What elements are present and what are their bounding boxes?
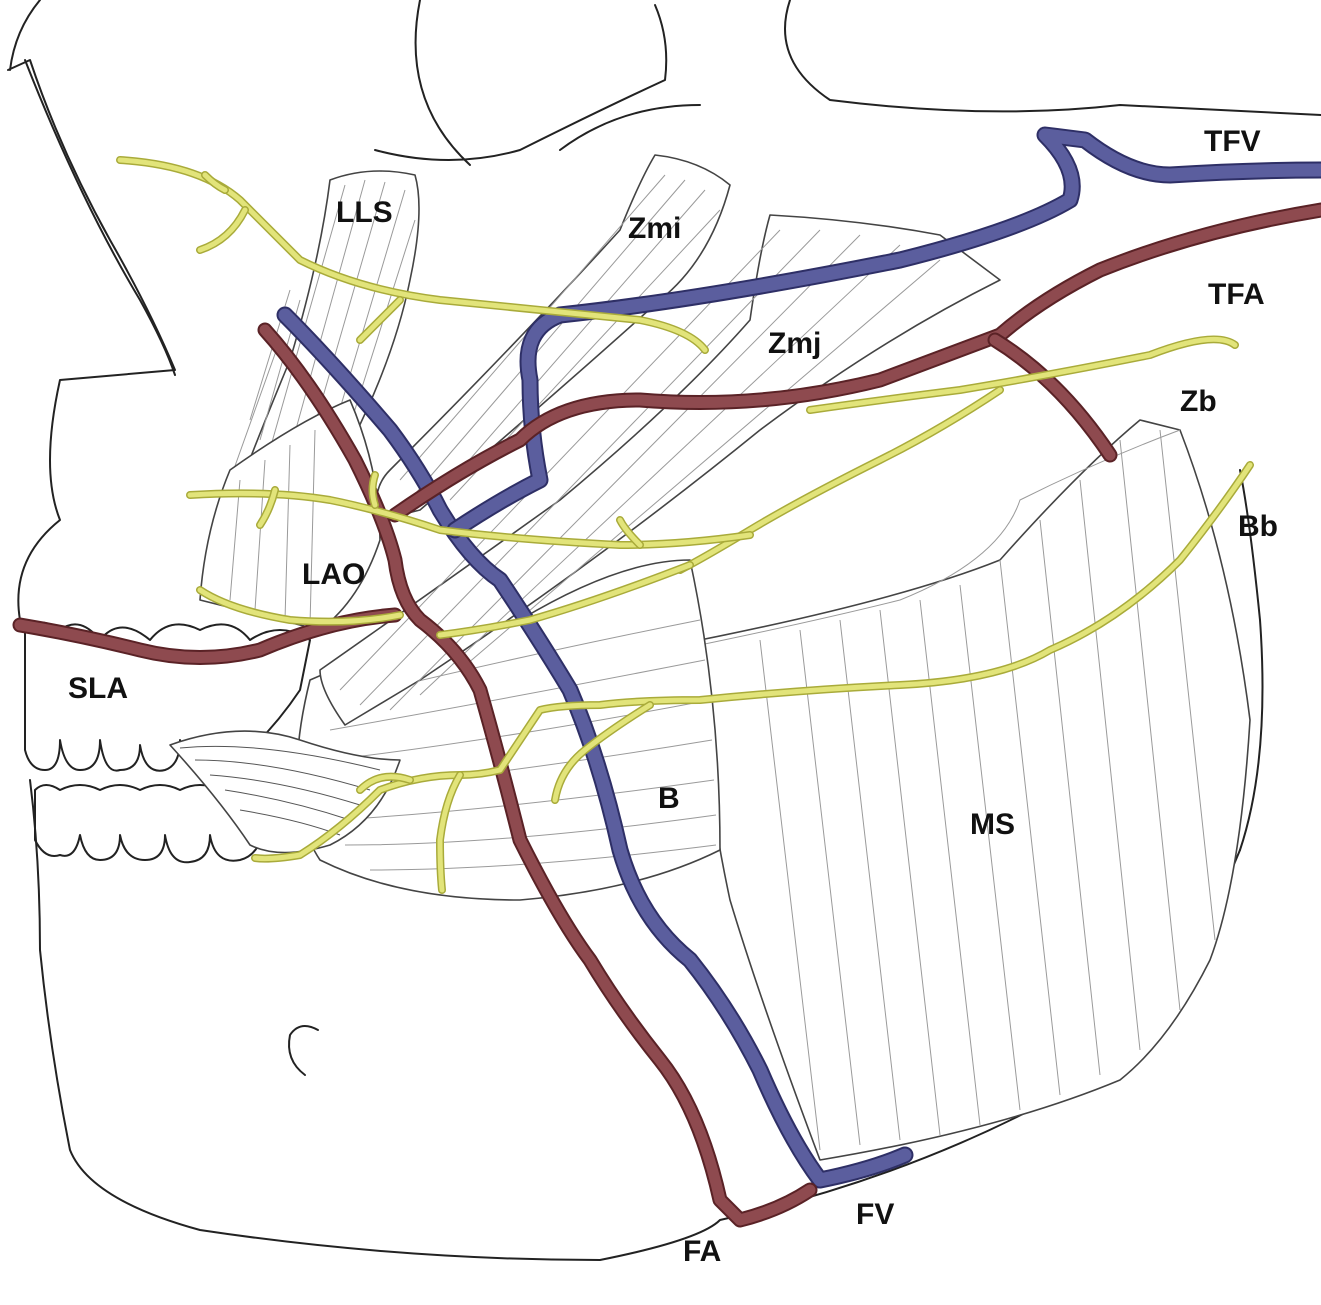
label-zmj: Zmj (768, 327, 822, 360)
buccal-branch-nerve-fill (252, 462, 1253, 862)
zygomaticus-major (319, 214, 1001, 726)
upper-zygomatic-twig-1 (196, 206, 249, 254)
masseter-fibers (759, 429, 1216, 1151)
zygomatic-arch-top (784, 0, 1321, 116)
upper-zygomatic-twig-1-fill (197, 207, 248, 253)
zmj-fibers (339, 229, 941, 711)
label-zmi: Zmi (628, 212, 682, 245)
levator-anguli-oris (199, 399, 381, 631)
masseter-upper-edge (699, 429, 1181, 646)
transverse-facial-artery-branch-fill (989, 334, 1116, 461)
masseter-shape (699, 419, 1251, 1161)
zygomatic-twig-a-fill (257, 487, 278, 528)
modiolus-fibers (179, 745, 381, 836)
ramus-outline (1239, 469, 1264, 851)
upper-zygomatic-twig-3-fill (357, 297, 403, 343)
zygomatic-branch-inferior-fill (437, 562, 693, 638)
label-ms: MS (970, 808, 1015, 841)
lao-fibers (229, 429, 316, 626)
zmi-shape (375, 154, 731, 521)
lao-shape (199, 399, 381, 631)
orbit-inner (414, 0, 471, 166)
nasal-bone-line (24, 59, 176, 376)
masseter-muscle (699, 419, 1251, 1161)
label-zb: Zb (1180, 385, 1217, 418)
zygomatic-branch-nerve-fill (807, 336, 1238, 413)
zygomatic-twig-c-fill (617, 517, 643, 548)
label-fv: FV (856, 1198, 895, 1231)
facial-vein-fill (278, 308, 912, 1187)
facial-nerve-branches (116, 156, 1254, 894)
orbit-floor (559, 104, 701, 151)
zygomatic-twig-b-fill (370, 472, 378, 508)
transverse-facial-artery-fill (389, 204, 1321, 521)
zygomatic-branch-lower-fill (677, 387, 1003, 573)
superior-labial-artery-fill (14, 609, 401, 663)
buccal-twig-a-fill (552, 702, 653, 803)
zygomatic-branch-labial-fill (197, 587, 403, 625)
label-b: B (658, 782, 680, 815)
lower-teeth (34, 784, 266, 864)
orbit-rim (374, 4, 668, 161)
label-bb: Bb (1238, 510, 1278, 543)
label-sla: SLA (68, 672, 128, 705)
zygomatic-branch-medial-fill (187, 490, 753, 548)
buccal-twig-c-fill (357, 774, 413, 793)
buccal-twig-b-fill (437, 772, 463, 893)
label-tfa: TFA (1208, 278, 1265, 311)
lower-teeth-row (34, 784, 266, 864)
upper-zygomatic-twig-2-fill (202, 172, 228, 193)
label-tfv: TFV (1204, 125, 1261, 158)
frontal-edge (9, 0, 41, 71)
nasal-outline (7, 59, 176, 621)
label-fa: FA (683, 1235, 722, 1268)
mental-foramen (288, 1025, 319, 1076)
label-lls: LLS (336, 196, 393, 229)
label-lao: LAO (302, 558, 366, 591)
upper-zygomatic-nerve-fill (117, 157, 708, 353)
